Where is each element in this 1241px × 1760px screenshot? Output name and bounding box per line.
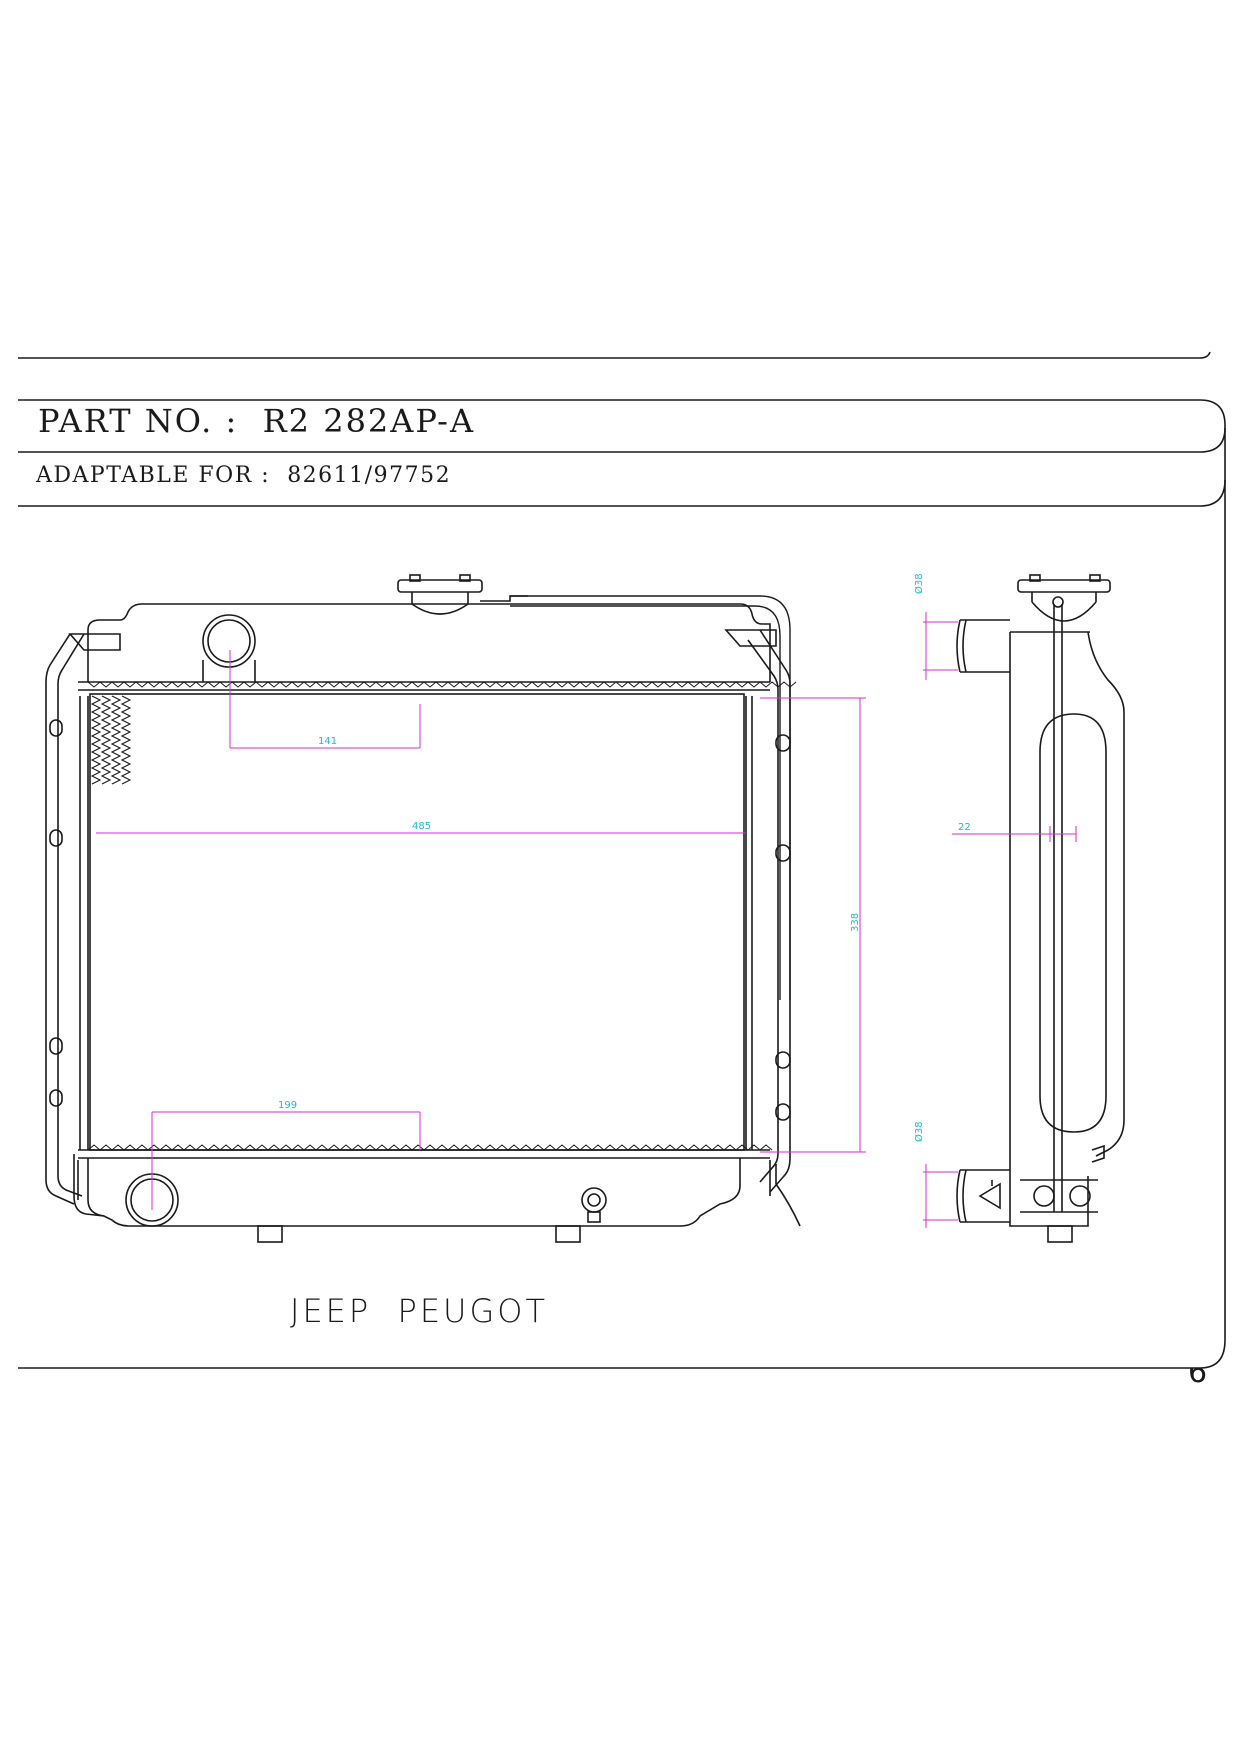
top-tank [87,603,771,682]
overflow-pipe [510,595,791,1000]
title-divider [18,427,1226,453]
dim-thickness-label: 22 [958,822,971,833]
dim-338-line [760,697,866,1153]
filler-cap [397,574,528,615]
part-number-value: R2 282AP-A [262,402,476,440]
right-bracket [747,629,791,1193]
dim-outlet-dia-line [923,1164,958,1228]
part-number-title: PART NO. : R2 282AP-A [38,405,475,437]
bottom-tank [87,1158,741,1227]
drain-plug [581,1187,607,1223]
dim-thickness-line [952,826,1077,842]
front-view [45,574,801,1243]
dim-485-label: 485 [412,821,431,832]
fin-sample [90,695,132,785]
part-number-label: PART NO. : [38,402,239,440]
left-bracket [45,633,85,1205]
dim-338-label: 338 [850,913,861,932]
page-number-text: 6 [1188,1368,1208,1388]
adaptable-value: 82611/97752 [287,463,452,488]
dim-inlet-dia-label: Ø38 [913,573,925,594]
side-slot [1039,713,1107,1133]
radiator-core [89,693,745,1151]
upper-hose-outlet [202,614,256,668]
side-inlet-pipe [956,619,1010,673]
dim-199-line [151,1111,421,1210]
side-rod [1053,604,1063,1212]
dim-141-line [229,650,421,749]
title-box [18,399,1226,1369]
dim-141-label: 141 [318,736,337,747]
vehicle-brand: JEEP PEUGOT [290,1292,548,1330]
side-outlet-pipe [956,1169,1010,1223]
adaptable-line: ADAPTABLE FOR : 82611/97752 [36,465,451,487]
dim-outlet-dia-label: Ø38 [913,1121,925,1142]
side-bolt-2 [1069,1185,1091,1207]
subtitle-divider [18,479,1226,507]
dim-199-label: 199 [278,1100,297,1111]
dim-inlet-dia-line [923,612,958,680]
side-view [956,574,1125,1243]
adaptable-label: ADAPTABLE FOR : [36,463,271,488]
top-rule [18,351,1211,359]
page-number: 6 [1188,1368,1218,1388]
side-bolt-1 [1033,1185,1055,1207]
